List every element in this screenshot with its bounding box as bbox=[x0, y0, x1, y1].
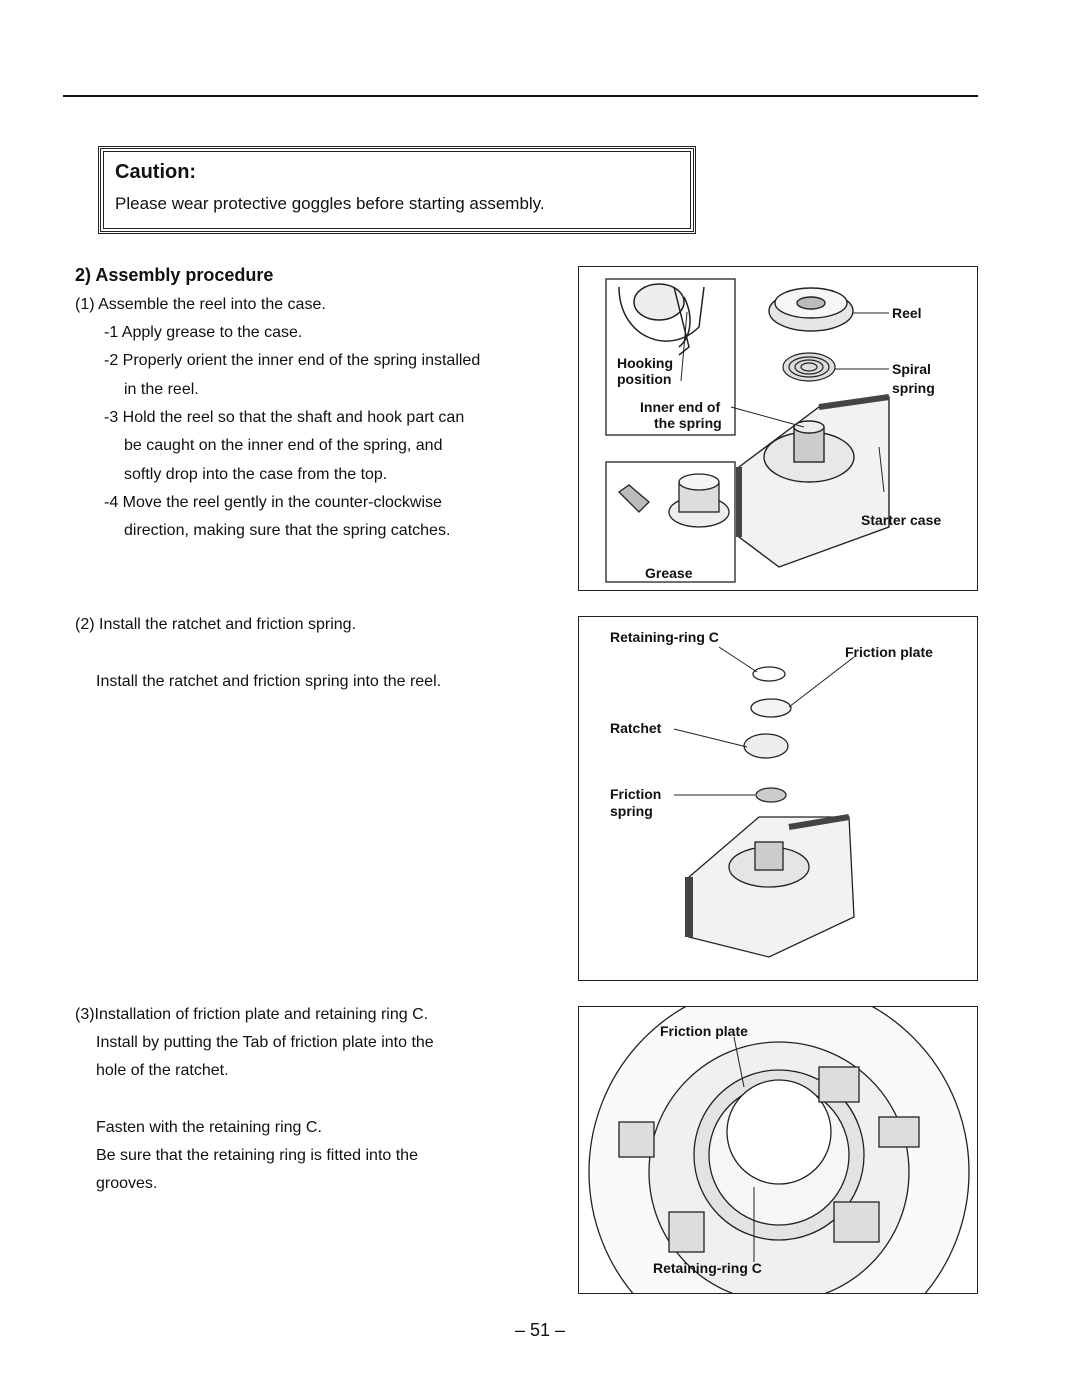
caution-text: Please wear protective goggles before st… bbox=[115, 194, 545, 213]
label-inner-2: the spring bbox=[654, 415, 722, 431]
figure-reel-assembly: Reel Spiral spring Hooking position Inne… bbox=[578, 266, 978, 591]
step-1-2a: -2 Properly orient the inner end of the … bbox=[104, 352, 481, 369]
caution-box: Caution: Please wear protective goggles … bbox=[98, 146, 696, 234]
ratchet-icon bbox=[743, 733, 789, 759]
starter-case-icon bbox=[736, 394, 890, 568]
retaining-ring-icon bbox=[752, 666, 786, 682]
label-spiral-2: spring bbox=[892, 380, 935, 396]
step-1-2b: in the reel. bbox=[124, 381, 199, 398]
section-title: 2) Assembly procedure bbox=[75, 265, 274, 285]
step-2-note: Install the ratchet and friction spring … bbox=[96, 673, 442, 690]
step-1: (1) Assemble the reel into the case. bbox=[75, 296, 326, 313]
step-1-3c: softly drop into the case from the top. bbox=[124, 466, 388, 483]
hook-inset-icon bbox=[618, 283, 705, 356]
header-rule bbox=[63, 95, 978, 97]
step-3a: (3)Installation of friction plate and re… bbox=[75, 1006, 429, 1023]
reel-assembly-illustration: Reel Spiral spring Hooking position Inne… bbox=[605, 278, 941, 583]
label-retaining-ring: Retaining-ring C bbox=[653, 1260, 762, 1276]
step-1-1: -1 Apply grease to the case. bbox=[104, 324, 303, 341]
step-3f: grooves. bbox=[96, 1175, 158, 1192]
grease-icon bbox=[617, 473, 730, 528]
step-3c: hole of the ratchet. bbox=[96, 1062, 229, 1079]
spiral-spring-icon bbox=[782, 352, 836, 382]
label-friction-plate: Friction plate bbox=[660, 1023, 748, 1039]
ratchet-assembly-illustration: Retaining-ring C Friction plate Ratchet … bbox=[610, 629, 933, 958]
label-friction-2: spring bbox=[610, 803, 653, 819]
step-1-4a: -4 Move the reel gently in the counter-c… bbox=[104, 494, 442, 511]
label-starter-case: Starter case bbox=[861, 512, 941, 528]
step-1-4b: direction, making sure that the spring c… bbox=[124, 522, 451, 539]
case-icon bbox=[685, 814, 855, 958]
caution-inner-border bbox=[103, 151, 691, 229]
figure-friction-plate-install: Friction plate Retaining-ring C bbox=[578, 1006, 978, 1294]
step-2: (2) Install the ratchet and friction spr… bbox=[75, 616, 357, 633]
step-3e: Be sure that the retaining ring is fitte… bbox=[96, 1147, 418, 1164]
label-spiral-1: Spiral bbox=[892, 361, 931, 377]
figure-ratchet-assembly: Retaining-ring C Friction plate Ratchet … bbox=[578, 616, 978, 981]
label-ratchet: Ratchet bbox=[610, 720, 662, 736]
label-retaining-ring: Retaining-ring C bbox=[610, 629, 719, 645]
label-hooking-2: position bbox=[617, 371, 671, 387]
label-friction-1: Friction bbox=[610, 786, 661, 802]
page-number: – 51 – bbox=[514, 1320, 566, 1340]
caution-title: Caution: bbox=[115, 161, 197, 183]
label-grease: Grease bbox=[645, 565, 693, 581]
friction-spring-icon bbox=[755, 787, 787, 803]
friction-plate-icon bbox=[750, 698, 792, 718]
step-3b: Install by putting the Tab of friction p… bbox=[96, 1034, 434, 1051]
label-reel: Reel bbox=[892, 305, 922, 321]
friction-plate-illustration: Friction plate Retaining-ring C bbox=[588, 1007, 970, 1293]
label-inner-1: Inner end of bbox=[640, 399, 720, 415]
step-1-3a: -3 Hold the reel so that the shaft and h… bbox=[104, 409, 465, 426]
label-friction-plate: Friction plate bbox=[845, 644, 933, 660]
step-1-3b: be caught on the inner end of the spring… bbox=[124, 437, 443, 454]
step-3d: Fasten with the retaining ring C. bbox=[96, 1119, 322, 1136]
label-hooking-1: Hooking bbox=[617, 355, 673, 371]
reel-icon bbox=[768, 287, 854, 332]
